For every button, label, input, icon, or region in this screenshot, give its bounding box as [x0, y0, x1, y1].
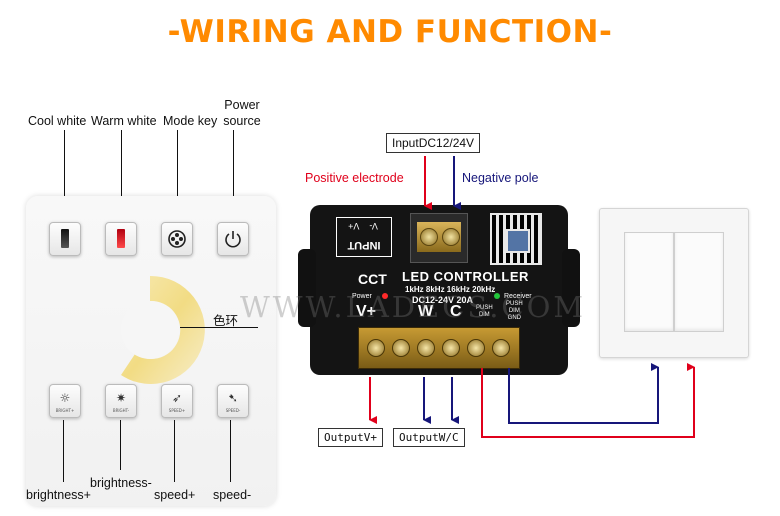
receiver-label: Receiver — [504, 293, 532, 300]
screw-icon — [442, 228, 460, 246]
input-screw-terminal — [410, 213, 468, 263]
mount-ear-right — [562, 249, 580, 327]
input-voltage-box: InputDC12/24V — [386, 133, 481, 153]
brightness-minus-label: brightness- — [90, 476, 152, 490]
color-ring-leader — [180, 327, 258, 328]
power-source-label: Power source — [218, 97, 266, 129]
qr-code-icon — [490, 213, 542, 265]
output-wc-box: OutputW/C — [393, 428, 465, 447]
rocket-outline-icon: ➷ — [227, 391, 239, 405]
rating-label: DC12-24V 20A — [412, 295, 474, 305]
power-icon — [225, 231, 241, 248]
input-v-minus: V- — [369, 221, 378, 231]
page-title: -WIRING AND FUNCTION- — [167, 14, 613, 50]
screw-icon — [392, 339, 410, 357]
brightness-plus-key[interactable]: ☼ BRIGHT+ — [49, 384, 81, 418]
screw-icon — [442, 339, 460, 357]
touch-panel: ☼ BRIGHT+ ✷ BRIGHT- ➶ SPEED+ ➷ SPEED- — [26, 196, 276, 506]
mount-ear-left — [298, 249, 316, 327]
output-c-label: C — [450, 303, 462, 320]
color-ring-label: 色环 — [213, 313, 239, 328]
speed-minus-label: speed- — [213, 488, 252, 502]
wall-switch — [599, 208, 749, 358]
screw-icon — [467, 339, 485, 357]
push-dim-gnd-label-line2: DIM — [508, 308, 520, 314]
cool-white-key[interactable] — [49, 222, 81, 256]
speed-minus-caption: SPEED- — [225, 408, 241, 413]
mode-key-label: Mode key — [163, 114, 218, 128]
bright-minus-caption: BRIGHT- — [112, 408, 130, 413]
frequency-label: 1kHz 8kHz 16kHz 20kHz — [405, 285, 496, 294]
positive-electrode-label: Positive electrode — [305, 171, 404, 185]
input-word: INPUT — [347, 239, 381, 251]
screw-icon — [492, 339, 510, 357]
output-screw-terminal — [358, 327, 520, 369]
switch-rocker-right[interactable] — [674, 232, 724, 332]
cool-white-icon — [61, 229, 69, 248]
push-dim-label: PUSH DiM — [476, 305, 493, 319]
mode-key[interactable] — [161, 222, 193, 256]
controller-name: LED CONTROLLER — [402, 269, 529, 284]
led-controller-body: V- V+ INPUT CCT LED CONTROLLER 1kHz 8kHz… — [298, 205, 580, 375]
brightness-minus-key[interactable]: ✷ BRIGHT- — [105, 384, 137, 418]
push-dim-gnd-label-line3: GND — [507, 315, 521, 321]
switch-rocker-left[interactable] — [624, 232, 674, 332]
switch-gnd-wire — [481, 363, 695, 438]
rocket-icon: ➶ — [171, 391, 183, 405]
mode-icon — [168, 230, 186, 248]
negative-pole-label: Negative pole — [462, 171, 539, 185]
brightness-plus-label: brightness+ — [26, 488, 91, 502]
speed-plus-label: speed+ — [154, 488, 196, 502]
receiver-led — [494, 293, 500, 299]
color-ring[interactable] — [90, 270, 210, 390]
cool-white-label: Cool white — [28, 114, 87, 128]
speed-plus-caption: SPEED+ — [168, 408, 186, 413]
sun-dim-icon: ✷ — [115, 391, 127, 405]
push-dim-label-line1: PUSH — [476, 305, 493, 311]
push-dim-label-line2: DiM — [479, 312, 490, 318]
power-source-label-line2: source — [223, 114, 261, 128]
speed-minus-key[interactable]: ➷ SPEED- — [217, 384, 249, 418]
screw-icon — [420, 228, 438, 246]
power-led — [382, 293, 388, 299]
push-dim-gnd-label: PUSH DIM GND — [506, 301, 523, 322]
speed-plus-key[interactable]: ➶ SPEED+ — [161, 384, 193, 418]
bright-plus-caption: BRIGHT+ — [55, 408, 75, 413]
warm-white-label: Warm white — [91, 114, 157, 128]
output-v-plus-label: V+ — [356, 303, 377, 320]
switch-push-wire — [508, 363, 659, 424]
output-vplus-box: OutputV+ — [318, 428, 383, 447]
watermark: WWW.LADECS.COM — [240, 290, 587, 324]
cct-label: CCT — [358, 271, 387, 287]
output-w-label: W — [418, 303, 434, 320]
power-source-label-line1: Power — [224, 98, 260, 112]
input-terminal-label: V- V+ INPUT — [336, 217, 392, 257]
power-led-label: Power — [352, 293, 372, 300]
power-key[interactable] — [217, 222, 249, 256]
screw-icon — [417, 339, 435, 357]
push-dim-gnd-label-line1: PUSH — [506, 301, 523, 307]
sun-bright-icon: ☼ — [59, 391, 71, 405]
warm-white-key[interactable] — [105, 222, 137, 256]
screw-icon — [367, 339, 385, 357]
warm-white-icon — [117, 229, 125, 248]
input-v-plus: V+ — [348, 221, 360, 231]
